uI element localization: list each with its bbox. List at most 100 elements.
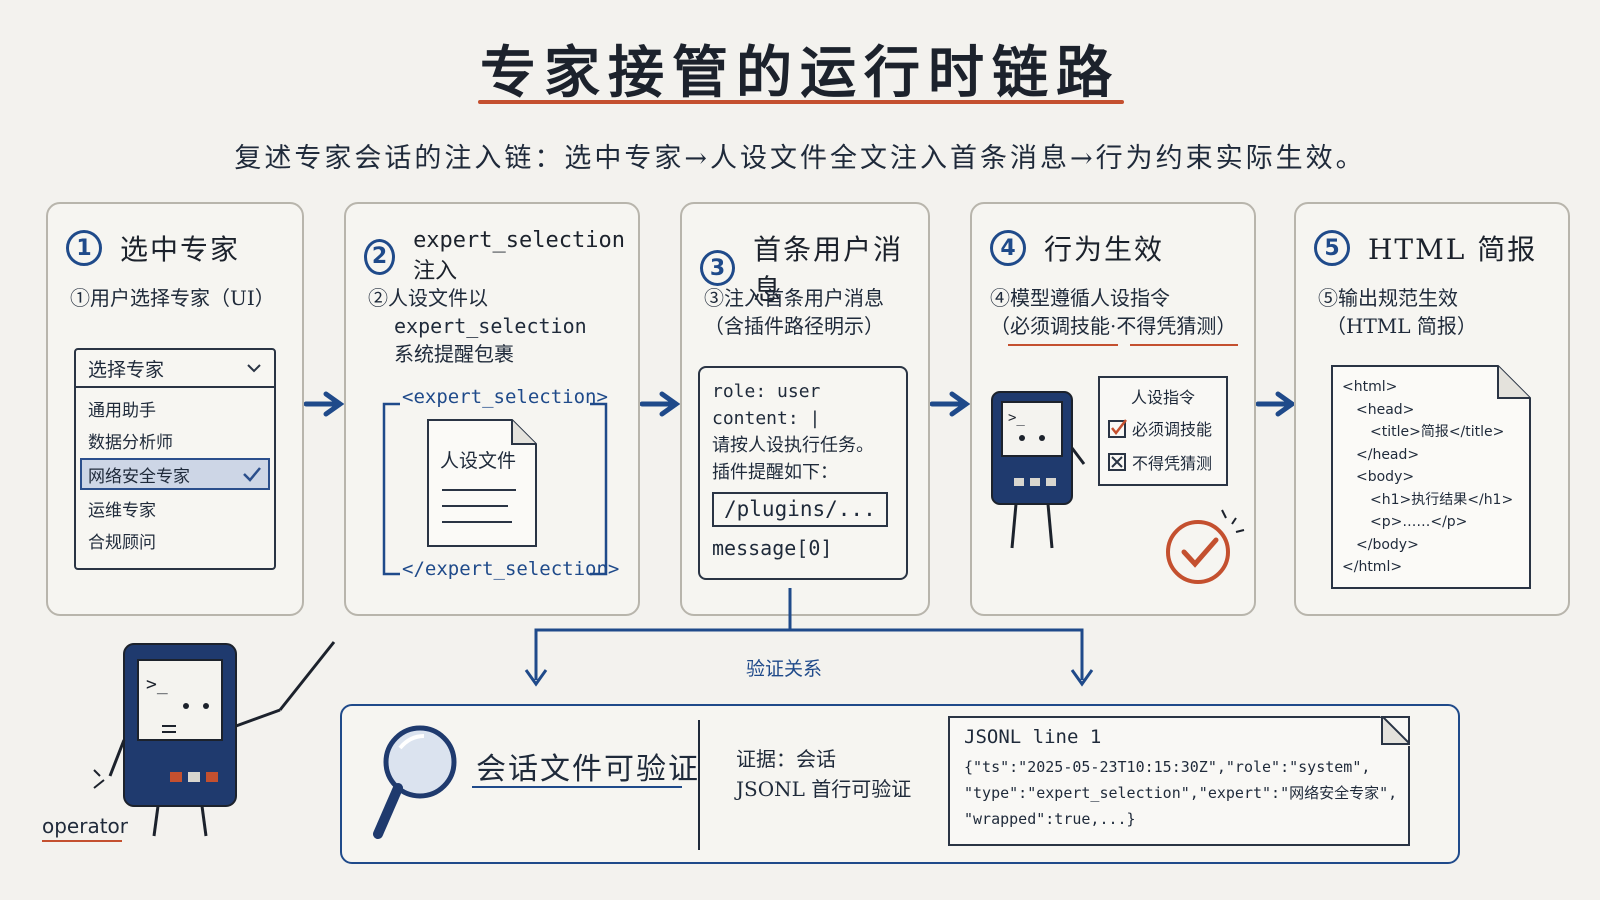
step-number: 5 <box>1314 230 1350 266</box>
description-line: 系统提醒包裹 <box>394 342 514 366</box>
checkbox-checked-icon <box>1108 419 1127 438</box>
code-line: <head> <box>1356 401 1415 418</box>
step-number: 4 <box>990 230 1026 266</box>
chevron-down-icon <box>247 364 261 373</box>
step-title: HTML 简报 <box>1368 233 1538 266</box>
jsonl-header: JSONL line 1 <box>964 726 1102 748</box>
verify-link-label: 验证关系 <box>738 654 831 681</box>
wrap-bracket-lines <box>382 402 608 576</box>
dropdown-option[interactable]: 数据分析师 <box>88 432 173 453</box>
success-check-icon <box>1166 509 1245 584</box>
arrow-right-icon <box>1256 391 1296 417</box>
check-icon <box>243 467 261 482</box>
dropdown-option-label: 网络安全专家 <box>88 466 190 487</box>
operator-robot-icon: >_ <box>93 641 336 837</box>
document-icon <box>1331 365 1531 589</box>
step-number: 1 <box>66 230 102 266</box>
step-description: ③注入首条用户消息 （含插件路径明示） <box>704 284 884 340</box>
step-description: ①用户选择专家（UI） <box>70 286 275 310</box>
description-line: （必须调技能·不得凭猜测） <box>990 314 1237 338</box>
message-line: 请按人设执行任务。 <box>712 435 874 456</box>
evidence-line: JSONL 首行可验证 <box>736 777 912 801</box>
expert-dropdown[interactable]: 选择专家 通用助手 数据分析师 网络安全专家 运维专家 合规顾问 <box>74 348 276 570</box>
step-card-first-message: 3 首条用户消息 ③注入首条用户消息 （含插件路径明示） role: user … <box>680 202 930 616</box>
jsonl-line: "type":"expert_selection","expert":"网络安全… <box>964 784 1398 802</box>
close-tag: </expert_selection> <box>402 558 620 580</box>
dropdown-label: 选择专家 <box>88 358 165 381</box>
step-title: expert_selection 注入 <box>413 228 625 284</box>
step-card-behavior: 4 行为生效 ④模型遵循人设指令 （必须调技能·不得凭猜测） >_ 人设指令 必… <box>970 202 1256 616</box>
code-line: <h1>执行结果</h1> <box>1370 491 1514 508</box>
step-card-injection: 2 expert_selection 注入 ②人设文件以 expert_sele… <box>344 202 640 616</box>
magnifier-icon <box>373 725 457 839</box>
robot-mascot-icon: >_ <box>991 391 1086 549</box>
emphasis-underline <box>1130 344 1238 346</box>
description-line: ④模型遵循人设指令 <box>990 286 1170 310</box>
step-card-select-expert: 1 选中专家 ①用户选择专家（UI） 选择专家 通用助手 数据分析师 网络安全专… <box>46 202 304 616</box>
dropdown-header[interactable]: 选择专家 <box>76 350 274 388</box>
code-line: </head> <box>1356 446 1420 463</box>
svg-text:>_: >_ <box>146 674 168 695</box>
description-line: expert_selection <box>394 314 587 338</box>
svg-text:>_: >_ <box>1008 410 1025 426</box>
description-line: （含插件路径明示） <box>704 314 884 338</box>
plugin-path: /plugins/... <box>712 492 888 527</box>
persona-file-icon: 人设文件 <box>426 418 538 548</box>
operator-label: operator <box>42 814 129 838</box>
checkbox-crossed-icon <box>1108 453 1126 471</box>
description-line: ②人设文件以 <box>368 286 488 310</box>
arrow-right-icon <box>304 391 344 417</box>
jsonl-preview: JSONL line 1 {"ts":"2025-05-23T10:15:30Z… <box>948 716 1410 846</box>
jsonl-line: {"ts":"2025-05-23T10:15:30Z","role":"sys… <box>964 758 1371 776</box>
message-panel: role: user content: | 请按人设执行任务。 插件提醒如下： … <box>698 366 908 580</box>
code-line: <body> <box>1356 469 1415 485</box>
description-line: ⑤输出规范生效 <box>1318 286 1458 310</box>
page-fold-icon <box>1380 716 1410 746</box>
page-subtitle: 复述专家会话的注入链：选中专家→人设文件全文注入首条消息→行为约束实际生效。 <box>234 143 1366 174</box>
description-line: ③注入首条用户消息 <box>704 286 884 310</box>
step-title: 行为生效 <box>1044 233 1165 266</box>
rule-never: 不得凭猜测 <box>1132 454 1213 473</box>
evidence-text: 证据：会话 JSONL 首行可验证 <box>736 744 911 804</box>
divider <box>698 720 700 850</box>
persona-rules-panel: 人设指令 必须调技能 不得凭猜测 <box>1098 376 1228 486</box>
step-description: ④模型遵循人设指令 （必须调技能·不得凭猜测） <box>990 284 1236 340</box>
step-description: ⑤输出规范生效 （HTML 简报） <box>1318 284 1477 340</box>
evidence-line: 证据：会话 <box>736 747 836 771</box>
message-role: role: user <box>712 381 821 402</box>
verify-title: 会话文件可验证 <box>476 752 700 787</box>
message-line: 插件提醒如下： <box>712 462 838 483</box>
message-index: message[0] <box>712 536 833 560</box>
dropdown-option[interactable]: 合规顾问 <box>88 532 156 553</box>
step-title: 首条用户消息 <box>753 233 904 306</box>
rules-header: 人设指令 <box>1130 388 1195 407</box>
page-title: 专家接管的运行时链路 <box>480 40 1120 106</box>
description-line: （HTML 简报） <box>1326 314 1477 338</box>
code-line: <p>……</p> <box>1370 514 1468 530</box>
code-line: </body> <box>1356 536 1419 553</box>
dropdown-option[interactable]: 运维专家 <box>88 500 156 521</box>
step-description: ②人设文件以 expert_selection 系统提醒包裹 <box>368 284 587 368</box>
title-underline <box>478 100 1124 104</box>
code-line: </html> <box>1342 559 1403 575</box>
dropdown-option-selected[interactable]: 网络安全专家 <box>80 458 270 490</box>
code-line: <html> <box>1342 379 1398 395</box>
step-card-html-brief: 5 HTML 简报 ⑤输出规范生效 （HTML 简报） <html> <head… <box>1294 202 1570 616</box>
html-code: <html> <head> <title>简报</title> </head> … <box>1342 376 1513 579</box>
code-line: <title>简报</title> <box>1370 424 1505 440</box>
open-tag: <expert_selection> <box>402 386 608 408</box>
doc-label: 人设文件 <box>440 450 517 472</box>
jsonl-line: "wrapped":true,...} <box>964 810 1136 828</box>
rule-must: 必须调技能 <box>1132 420 1213 439</box>
step-number: 2 <box>364 238 396 275</box>
verify-connector-lines <box>524 588 1094 687</box>
step-number: 3 <box>700 250 736 286</box>
emphasis-underline <box>1008 344 1118 346</box>
html-document: <html> <head> <title>简报</title> </head> … <box>1330 364 1532 590</box>
dropdown-option[interactable]: 通用助手 <box>88 400 156 421</box>
step-title: 选中专家 <box>120 233 241 266</box>
verify-title-underline <box>472 786 682 788</box>
arrow-right-icon <box>640 391 680 417</box>
message-content-key: content: | <box>712 408 821 429</box>
operator-underline <box>42 840 122 842</box>
